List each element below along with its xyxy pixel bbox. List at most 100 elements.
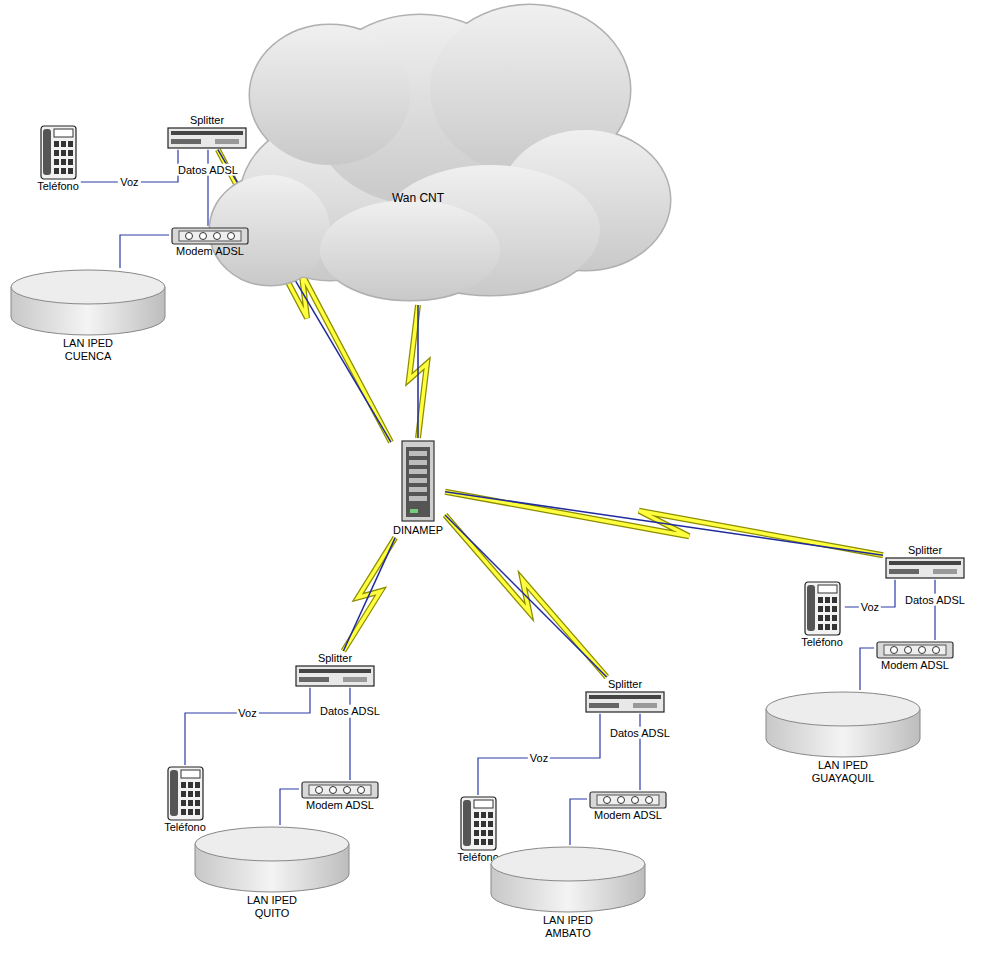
lan-cylinder: [10, 269, 166, 337]
phone-node: Teléfono: [162, 765, 208, 835]
link-line: [343, 538, 395, 651]
modem-light: [891, 647, 898, 654]
phone-screen: [54, 129, 73, 137]
splitter-icon: [167, 127, 247, 149]
server-slot: [409, 460, 427, 465]
edge-label: Voz: [236, 707, 258, 720]
splitter-label: Splitter: [190, 114, 224, 127]
server-slot: [409, 487, 427, 492]
phone-handset: [807, 585, 815, 631]
phone-key: [481, 821, 486, 827]
phone-label: Teléfono: [164, 821, 206, 834]
lan-label: LAN IPED CUENCA: [51, 337, 125, 362]
bolt-fill: [445, 492, 883, 555]
phone-key: [188, 800, 193, 806]
lan-cylinder: [765, 691, 921, 759]
splitter-bar: [889, 561, 961, 565]
cable-path: [207, 150, 208, 226]
cloud-node: Wan CNT: [158, 0, 678, 305]
cloud-shape: [158, 0, 678, 305]
phone-key: [68, 168, 73, 174]
modem-light: [316, 787, 323, 794]
modem-light: [919, 647, 926, 654]
edge-label: Voz: [118, 176, 140, 189]
phone-key: [481, 839, 486, 845]
phone-key: [474, 830, 479, 836]
cable-line: [185, 688, 310, 765]
server-node: DINAMEP: [391, 438, 445, 538]
phone-key: [68, 141, 73, 147]
cable-line: [478, 714, 600, 795]
modem-icon: [301, 781, 379, 799]
cloud-fill: [320, 200, 500, 300]
splitter-port: [633, 703, 657, 708]
cylinder-top: [11, 270, 165, 304]
phone-key: [818, 597, 823, 603]
phone-label: Teléfono: [801, 636, 843, 649]
cable-line: [350, 688, 351, 780]
phone-key: [61, 141, 66, 147]
cable-path: [860, 648, 874, 690]
cloud-label: Wan CNT: [392, 192, 444, 206]
phone-key: [825, 615, 830, 621]
splitter-bar: [299, 669, 371, 673]
splitter-icon: [585, 691, 665, 713]
modem-light: [933, 647, 940, 654]
splitter-icon: [295, 665, 375, 687]
phone-key: [54, 141, 59, 147]
cloud-outline: [250, 25, 410, 165]
edge-label: Voz: [859, 601, 881, 614]
splitter-bar: [589, 695, 661, 699]
phone-key: [195, 782, 200, 788]
modem-light: [214, 233, 221, 240]
wan-link: [445, 515, 607, 677]
edge-label: Datos ADSL: [903, 593, 967, 606]
modem-node: Modem ADSL: [169, 226, 251, 259]
phone-handset: [170, 770, 178, 816]
splitter-port: [215, 139, 239, 144]
lan-node: LAN IPED QUITO: [192, 825, 352, 920]
phone-key: [832, 606, 837, 612]
modem-node: Modem ADSL: [587, 790, 669, 823]
bolt-fill: [445, 515, 607, 677]
phone-icon: [804, 581, 841, 636]
modem-body: [302, 782, 378, 798]
modem-body: [172, 228, 248, 244]
phone-node: Teléfono: [799, 580, 845, 650]
modem-light: [632, 797, 639, 804]
phone-key: [54, 168, 59, 174]
phone-node: Teléfono: [455, 795, 501, 865]
splitter-body: [886, 558, 964, 578]
cable-line: [570, 799, 587, 845]
modem-light: [618, 797, 625, 804]
modem-light: [344, 787, 351, 794]
cable-path: [185, 688, 310, 765]
phone-node: Teléfono: [35, 124, 81, 194]
splitter-label: Splitter: [318, 652, 352, 665]
phone-screen: [181, 770, 200, 778]
modem-light: [186, 233, 193, 240]
phone-key: [54, 150, 59, 156]
lan-label: LAN IPED AMBATO: [531, 914, 605, 939]
server-label: DINAMEP: [393, 524, 443, 537]
phone-body: [41, 126, 76, 179]
modem-light: [228, 233, 235, 240]
phone-key: [181, 782, 186, 788]
splitter-bar: [171, 131, 243, 135]
splitter-port: [933, 569, 957, 574]
phone-handset: [463, 800, 471, 846]
phone-key: [488, 830, 493, 836]
phone-body: [168, 767, 203, 820]
lan-node: LAN IPED CUENCA: [8, 268, 168, 363]
splitter-port: [171, 139, 201, 144]
lan-cylinder: [490, 846, 646, 914]
lan-label: LAN IPED QUITO: [235, 894, 309, 919]
modem-light: [358, 787, 365, 794]
wan-link: [409, 305, 427, 438]
phone-key: [195, 791, 200, 797]
modem-front: [597, 795, 659, 805]
modem-light: [200, 233, 207, 240]
phone-key: [61, 168, 66, 174]
cable-line: [640, 714, 641, 790]
